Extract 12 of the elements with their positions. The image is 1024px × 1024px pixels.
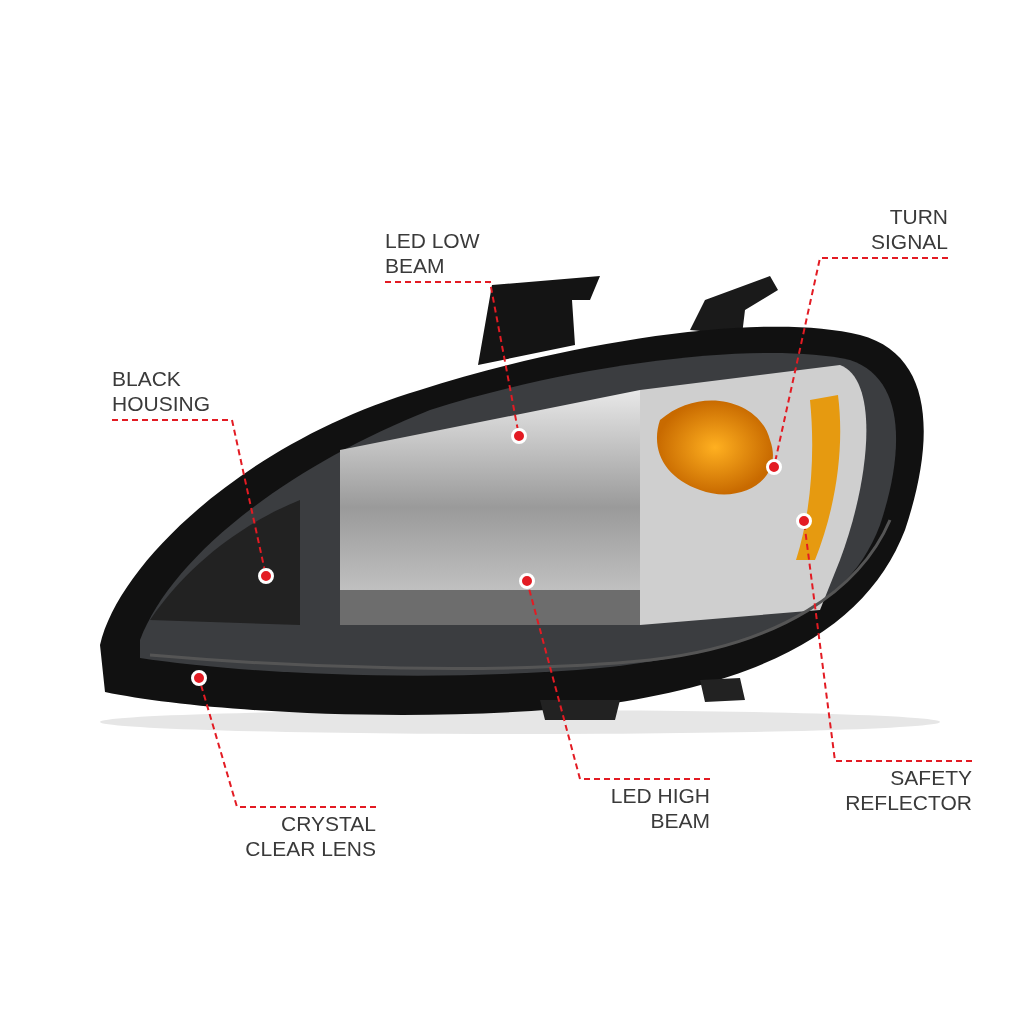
callout-label: LED HIGH BEAM [609, 783, 710, 833]
callout-label: TURN SIGNAL [869, 204, 948, 254]
leader-line [804, 527, 973, 762]
callout-label: BLACK HOUSING [112, 366, 211, 416]
leader-line [384, 281, 519, 430]
leader-line [200, 684, 377, 808]
callout-label: LED LOW BEAM [385, 228, 481, 278]
callout-label: SAFETY REFLECTOR [844, 765, 972, 815]
callout-label: CRYSTAL CLEAR LENS [244, 811, 376, 861]
leader-line [111, 419, 266, 570]
leader-line [528, 587, 711, 780]
leader-line [774, 257, 949, 461]
